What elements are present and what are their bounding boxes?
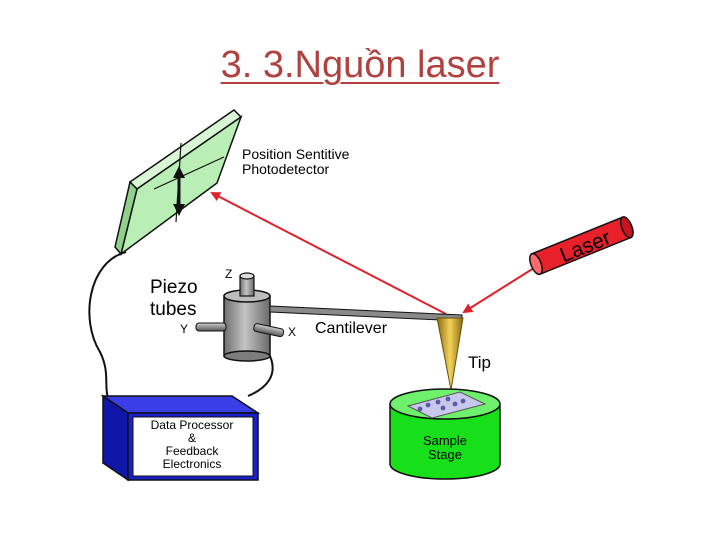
sample-label-line1: Sample <box>423 433 467 448</box>
sample-slide <box>406 391 487 419</box>
sample-label-line2: Stage <box>428 447 462 462</box>
piezo-tube <box>195 272 285 362</box>
double-arrow-icon <box>173 166 185 216</box>
afm-tip <box>436 317 464 391</box>
axis-z-label: Z <box>225 267 232 281</box>
processor-label-line2: & <box>188 431 196 445</box>
detector-label-line2: Photodetector <box>242 161 330 177</box>
processor-label-line3: Feedback <box>166 444 220 458</box>
piezo-rod-y <box>195 322 227 332</box>
sample-stage <box>389 388 501 480</box>
cantilever-label: Cantilever <box>315 320 388 337</box>
laser-source: Laser <box>529 216 634 276</box>
piezo-rod-x <box>253 323 285 338</box>
piezo-label-line2: tubes <box>150 299 196 320</box>
page-title: 3. 3.Nguồn laser <box>220 44 500 86</box>
axis-y-label: Y <box>180 322 188 336</box>
data-processor <box>100 394 261 482</box>
reflected-beam <box>210 192 447 315</box>
processor-label-line1: Data Processor <box>151 418 234 432</box>
photodetector <box>114 109 243 256</box>
piezo-label-line1: Piezo <box>150 277 198 298</box>
tip-label: Tip <box>468 353 491 372</box>
incident-beam <box>462 267 535 314</box>
processor-label-line4: Electronics <box>163 457 222 471</box>
detector-cable <box>88 251 127 399</box>
detector-label-line1: Position Sentitive <box>242 146 350 162</box>
axis-x-label: X <box>288 325 296 339</box>
